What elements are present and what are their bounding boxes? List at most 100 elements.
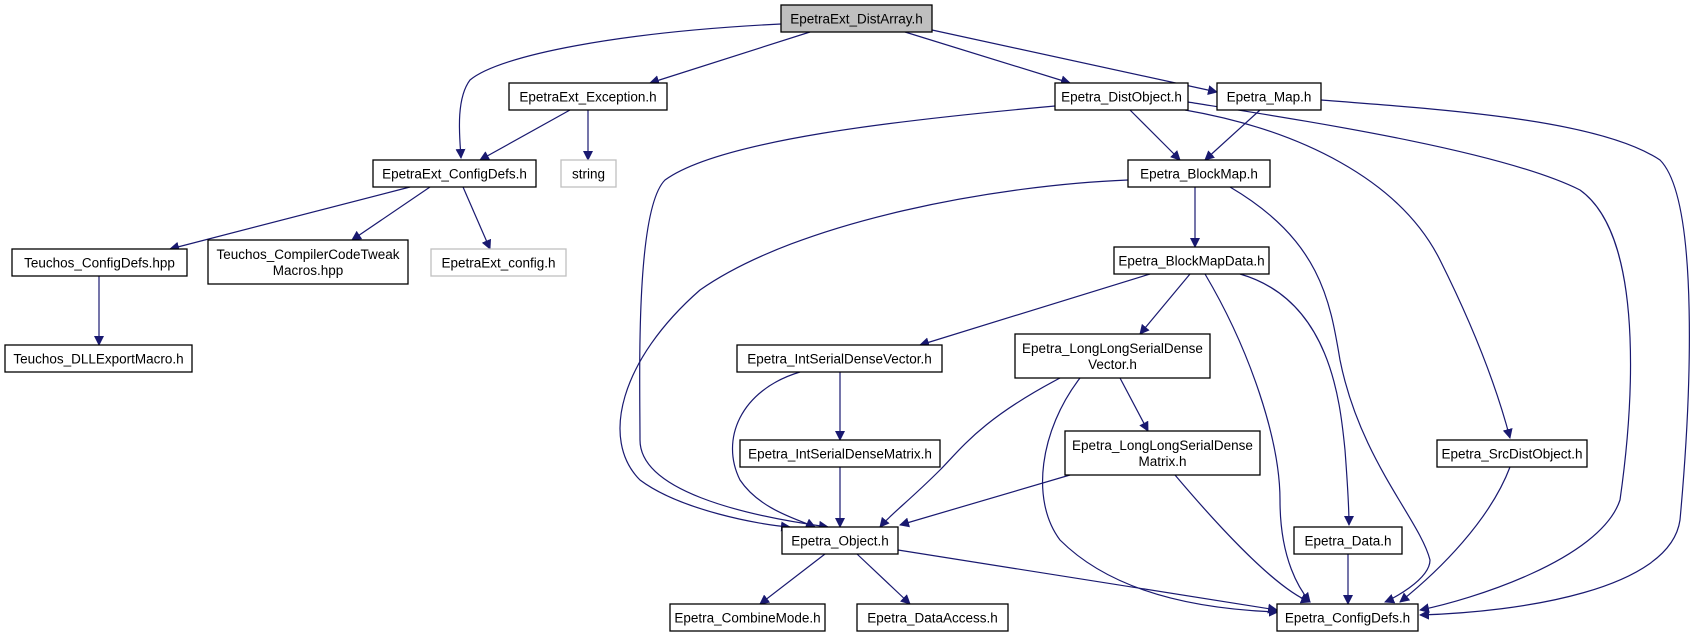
edge-blockmapdata-to-intvector — [919, 273, 1151, 348]
node-label: Epetra_DistObject.h — [1061, 90, 1182, 105]
node-label: Epetra_Map.h — [1227, 90, 1312, 105]
node-label: EpetraExt_ConfigDefs.h — [382, 167, 527, 182]
node-label: Teuchos_DLLExportMacro.h — [13, 352, 183, 367]
edge-llmatrix-to-configdefs — [1174, 474, 1311, 604]
node-object[interactable]: Epetra_Object.h — [781, 526, 899, 555]
edge-root-to-map — [931, 29, 1218, 95]
node-label: Teuchos_CompilerCodeTweak — [216, 247, 399, 262]
node-box — [4, 344, 193, 373]
node-combinemode[interactable]: Epetra_CombineMode.h — [669, 603, 826, 632]
node-box — [1127, 159, 1271, 188]
edge-intvector-to-object — [731, 371, 816, 528]
edge-map-to-blockmap — [1204, 109, 1261, 161]
node-label: Epetra_Object.h — [791, 534, 889, 549]
edge-root-to-exception — [649, 31, 811, 86]
edge-blockmap-to-configdefs — [1229, 186, 1431, 604]
edge-object-to-configdefs — [897, 549, 1278, 614]
node-label: Vector.h — [1088, 357, 1137, 372]
node-label: EpetraExt_Exception.h — [519, 90, 656, 105]
edge-ext_configdefs-to-ext_config — [462, 186, 491, 250]
node-teuchos_configdefs[interactable]: Teuchos_ConfigDefs.hpp — [11, 248, 188, 277]
node-box — [780, 4, 933, 33]
node-box — [1113, 246, 1270, 275]
edge-llvector-to-object — [879, 377, 1061, 528]
node-box — [1436, 439, 1588, 468]
edge-ext_configdefs-to-teuchos_compiler — [351, 186, 431, 241]
edge-object-to-combinemode — [759, 553, 826, 605]
node-data[interactable]: Epetra_Data.h — [1293, 526, 1403, 555]
node-box — [669, 603, 826, 632]
node-label: Epetra_IntSerialDenseVector.h — [747, 352, 932, 367]
edge-blockmap-to-object — [619, 179, 1129, 532]
edges-layer — [94, 23, 1690, 620]
node-box — [781, 526, 899, 555]
node-box — [736, 344, 943, 373]
node-label: Macros.hpp — [273, 263, 344, 278]
edge-blockmapdata-to-llvector — [1139, 273, 1191, 335]
node-label: Epetra_DataAccess.h — [867, 611, 998, 626]
edge-ext_configdefs-to-teuchos_configdefs — [169, 186, 411, 252]
node-box — [739, 439, 941, 468]
node-string[interactable]: string — [560, 159, 617, 188]
node-box — [1054, 82, 1189, 111]
node-label: Epetra_LongLongSerialDense — [1072, 438, 1253, 453]
edge-object-to-dataaccess — [856, 553, 911, 605]
node-label: EpetraExt_DistArray.h — [790, 12, 923, 27]
edge-exception-to-ext_configdefs — [479, 109, 571, 161]
node-label: Epetra_ConfigDefs.h — [1285, 611, 1410, 626]
node-box — [207, 239, 409, 285]
node-ext_configdefs[interactable]: EpetraExt_ConfigDefs.h — [372, 159, 537, 188]
node-box — [11, 248, 188, 277]
edge-llvector-to-configdefs — [1042, 377, 1279, 617]
edge-distobject-to-configdefs — [1187, 101, 1632, 614]
node-dataaccess[interactable]: Epetra_DataAccess.h — [856, 603, 1009, 632]
node-teuchos_dll[interactable]: Teuchos_DLLExportMacro.h — [4, 344, 193, 373]
node-label: EpetraExt_config.h — [441, 256, 555, 271]
edge-srcdist-to-configdefs — [1399, 466, 1511, 603]
node-label: Epetra_CombineMode.h — [674, 611, 820, 626]
node-box — [1216, 82, 1322, 111]
node-label: Epetra_IntSerialDenseMatrix.h — [748, 447, 932, 462]
node-box — [1293, 526, 1403, 555]
node-label: Epetra_SrcDistObject.h — [1441, 447, 1582, 462]
edge-distobject-to-blockmap — [1129, 109, 1181, 161]
nodes-layer: EpetraExt_DistArray.hEpetraExt_Exception… — [4, 4, 1588, 632]
node-label: Epetra_Data.h — [1304, 534, 1391, 549]
node-label: Matrix.h — [1138, 454, 1186, 469]
node-srcdist[interactable]: Epetra_SrcDistObject.h — [1436, 439, 1588, 468]
node-distobject[interactable]: Epetra_DistObject.h — [1054, 82, 1189, 111]
edge-root-to-ext_configdefs — [455, 23, 782, 159]
edge-map-to-configdefs — [1320, 99, 1690, 620]
node-blockmapdata[interactable]: Epetra_BlockMapData.h — [1113, 246, 1270, 275]
node-box — [560, 159, 617, 188]
node-configdefs[interactable]: Epetra_ConfigDefs.h — [1276, 603, 1419, 632]
node-box — [856, 603, 1009, 632]
edge-distobject-to-object — [639, 105, 1056, 531]
edge-root-to-distobject — [904, 31, 1071, 86]
edge-blockmapdata-to-data — [1239, 273, 1354, 526]
node-label: Epetra_BlockMap.h — [1140, 167, 1258, 182]
node-box — [372, 159, 537, 188]
node-box — [508, 82, 668, 111]
node-label: Epetra_LongLongSerialDense — [1022, 341, 1203, 356]
node-intmatrix[interactable]: Epetra_IntSerialDenseMatrix.h — [739, 439, 941, 468]
node-box — [1276, 603, 1419, 632]
node-label: string — [572, 167, 605, 182]
node-blockmap[interactable]: Epetra_BlockMap.h — [1127, 159, 1271, 188]
node-intvector[interactable]: Epetra_IntSerialDenseVector.h — [736, 344, 943, 373]
node-label: Teuchos_ConfigDefs.hpp — [24, 256, 175, 271]
edge-distobject-to-srcdist — [1184, 109, 1513, 439]
node-box — [430, 248, 567, 277]
edge-blockmapdata-to-configdefs — [1204, 273, 1311, 603]
node-ext_config[interactable]: EpetraExt_config.h — [430, 248, 567, 277]
edge-llvector-to-llmatrix — [1119, 377, 1149, 432]
node-box — [1014, 333, 1211, 379]
node-root[interactable]: EpetraExt_DistArray.h — [780, 4, 933, 33]
node-label: Epetra_BlockMapData.h — [1118, 254, 1264, 269]
node-map[interactable]: Epetra_Map.h — [1216, 82, 1322, 111]
node-exception[interactable]: EpetraExt_Exception.h — [508, 82, 668, 111]
